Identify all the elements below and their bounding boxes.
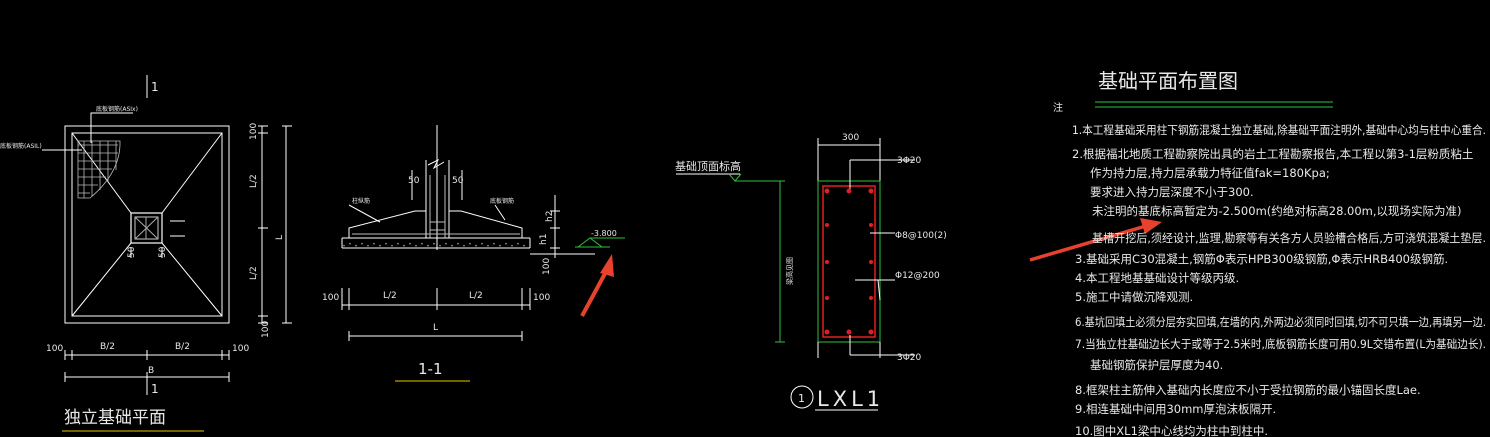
hatch-dot (367, 244, 369, 247)
note-line-6: 基槽开挖后,须经设计,监理,勘察等有关各方人员验槽合格后,方可浇筑混凝土垫层. (1092, 231, 1486, 245)
hatch-dot (463, 244, 465, 247)
plan-dim-l2-top: L/2 (249, 174, 259, 188)
hatch-dot (517, 242, 519, 245)
hatch-dot (493, 242, 495, 245)
note-line-5: 未注明的基底标高暂定为-2.500m(约绝对标高28.00m,以现场实际为准) (1092, 204, 1462, 218)
beam-top-rebar: 3Φ20 (897, 156, 922, 166)
section-dim-100-vertical: 100 (542, 258, 552, 275)
section-dim-l2-right: L/2 (469, 291, 483, 301)
annotation-arrow-2 (1029, 218, 1162, 262)
hatch-dot (343, 244, 345, 247)
beam-side-rebar: Φ12@200 (895, 271, 940, 281)
beam-bottom-rebar: 3Φ20 (897, 353, 922, 363)
hatch-dot (391, 244, 393, 247)
plan-dim-b2-right: B/2 (175, 342, 190, 352)
section-1-1-view (341, 125, 625, 382)
note-line-14: 9.相连基础中间用30mm厚泡沫板隔开. (1075, 402, 1276, 416)
plan-dim-b2-left: B/2 (100, 342, 115, 352)
section-dim-50-right: 50 (452, 176, 464, 186)
beam-label-top-elev: 基础顶面标高 (675, 159, 741, 173)
annotation-arrow-1 (580, 254, 614, 317)
plan-dim-l2-bottom: L/2 (249, 266, 259, 280)
hatch-dot (469, 242, 471, 245)
plan-dim-l: L (275, 235, 285, 240)
note-line-9: 5.施工中请做沉降观测. (1075, 290, 1193, 304)
note-line-3: 作为持力层,持力层承载力特征值fak=180Kpa; (1090, 166, 1330, 180)
plan-dim-100-right: 100 (232, 344, 249, 354)
hatch-dot (427, 244, 429, 247)
hatch-dot (355, 244, 357, 247)
beam-title: LXL1 (817, 387, 884, 411)
hatch-dot (445, 242, 447, 245)
plan-section-mark-bottom: 1 (151, 382, 159, 396)
hatch-dot (499, 244, 501, 247)
section-label-rebar-right: 底板钢筋 (490, 197, 514, 205)
section-dim-100-left: 100 (322, 293, 339, 303)
hatch-dot (451, 244, 453, 247)
hatch-dot (481, 242, 483, 245)
hatch-dot (409, 242, 411, 245)
plan-dim-100-left: 100 (46, 344, 63, 354)
plan-dim-100-top: 100 (249, 123, 259, 140)
note-line-15: 10.图中XL1梁中心线均为柱中到柱中. (1075, 424, 1268, 437)
section-title: 1-1 (418, 360, 443, 378)
plan-title: 独立基础平面 (64, 408, 166, 428)
beam-dim-width: 300 (842, 133, 859, 143)
hatch-dot (403, 244, 405, 247)
hatch-dot (433, 242, 435, 245)
section-dim-l: L (433, 323, 438, 333)
hatch-dot (475, 244, 477, 247)
hatch-dot (415, 244, 417, 247)
section-dim-l2-left: L/2 (383, 291, 397, 301)
hatch-dot (511, 244, 513, 247)
notes-block: 基础平面布置图 注 1.本工程基础采用柱下钢筋混凝土独立基础,除基础平面注明外,… (1053, 69, 1486, 437)
plan-dim-50-right: 50 (158, 246, 168, 258)
plan-dim-50-left: 50 (127, 246, 137, 258)
beam-circle-number: 1 (798, 392, 805, 405)
note-line-11: 7.当独立柱基础边长大于或等于2.5米时,底板钢筋长度可用0.9L交错布置(L为… (1075, 337, 1486, 351)
beam-stirrup: Φ8@100(2) (895, 231, 947, 241)
note-line-2: 2.根据福北地质工程勘察院出具的岩土工程勘察报告,本工程以第3-1层粉质粘土 (1072, 147, 1473, 161)
plan-label-side-rebar: 底板钢筋(ASIL) (0, 142, 42, 150)
note-line-1: 1.本工程基础采用柱下钢筋混凝土独立基础,除基础平面注明外,基础中心均与柱中心重… (1072, 123, 1486, 137)
hatch-dot (385, 242, 387, 245)
plan-label-bottom-rebar: 底板钢筋(ASIx) (96, 105, 138, 113)
section-dim-h1: h1 (539, 234, 549, 245)
note-line-8: 4.本工程地基基础设计等级丙级. (1075, 271, 1239, 285)
note-line-12: 基础钢筋保护层厚度为40. (1090, 358, 1223, 372)
foundation-plan-view (42, 75, 292, 432)
hatch-dot (505, 242, 507, 245)
hatch-dot (349, 242, 351, 245)
note-line-4: 要求进入持力层深度不小于300. (1090, 185, 1254, 199)
hatch-dot (439, 244, 441, 247)
note-line-10: 6.基坑回填土必须分层夯实回填,在墙的内,外两边必须同时回填,切不可只填一边,再… (1075, 315, 1486, 329)
section-ground-hatch (343, 242, 525, 247)
note-line-7: 3.基础采用C30混凝土,钢筋Φ表示HPB300级钢筋,Φ表示HRB400级钢筋… (1075, 252, 1448, 266)
hatch-dot (397, 242, 399, 245)
hatch-dot (361, 242, 363, 245)
plan-dim-b: B (148, 366, 154, 376)
plan-dim-100-bottom: 100 (261, 321, 271, 338)
hatch-dot (487, 244, 489, 247)
notes-zhu: 注 (1053, 101, 1063, 114)
hatch-dot (523, 244, 525, 247)
beam-rebar-dots (824, 188, 874, 335)
hatch-dot (421, 242, 423, 245)
hatch-dot (379, 244, 381, 247)
section-label-rebar-left: 柱纵筋 (352, 197, 370, 205)
section-dim-h2: h2 (545, 211, 555, 222)
note-line-13: 8.框架柱主筋伸入基础内长度应不小于受拉钢筋的最小锚固长度Lae. (1075, 383, 1421, 397)
plan-section-mark-top: 1 (151, 80, 159, 94)
section-elevation: -3.800 (591, 229, 617, 238)
hatch-dot (373, 242, 375, 245)
section-dim-50-left: 50 (408, 176, 420, 186)
hatch-dot (457, 242, 459, 245)
section-dim-100-right: 100 (533, 293, 550, 303)
beam-label-height: 梁高见图 (785, 257, 794, 285)
beam-section-view (676, 138, 915, 411)
notes-title: 基础平面布置图 (1098, 69, 1238, 93)
